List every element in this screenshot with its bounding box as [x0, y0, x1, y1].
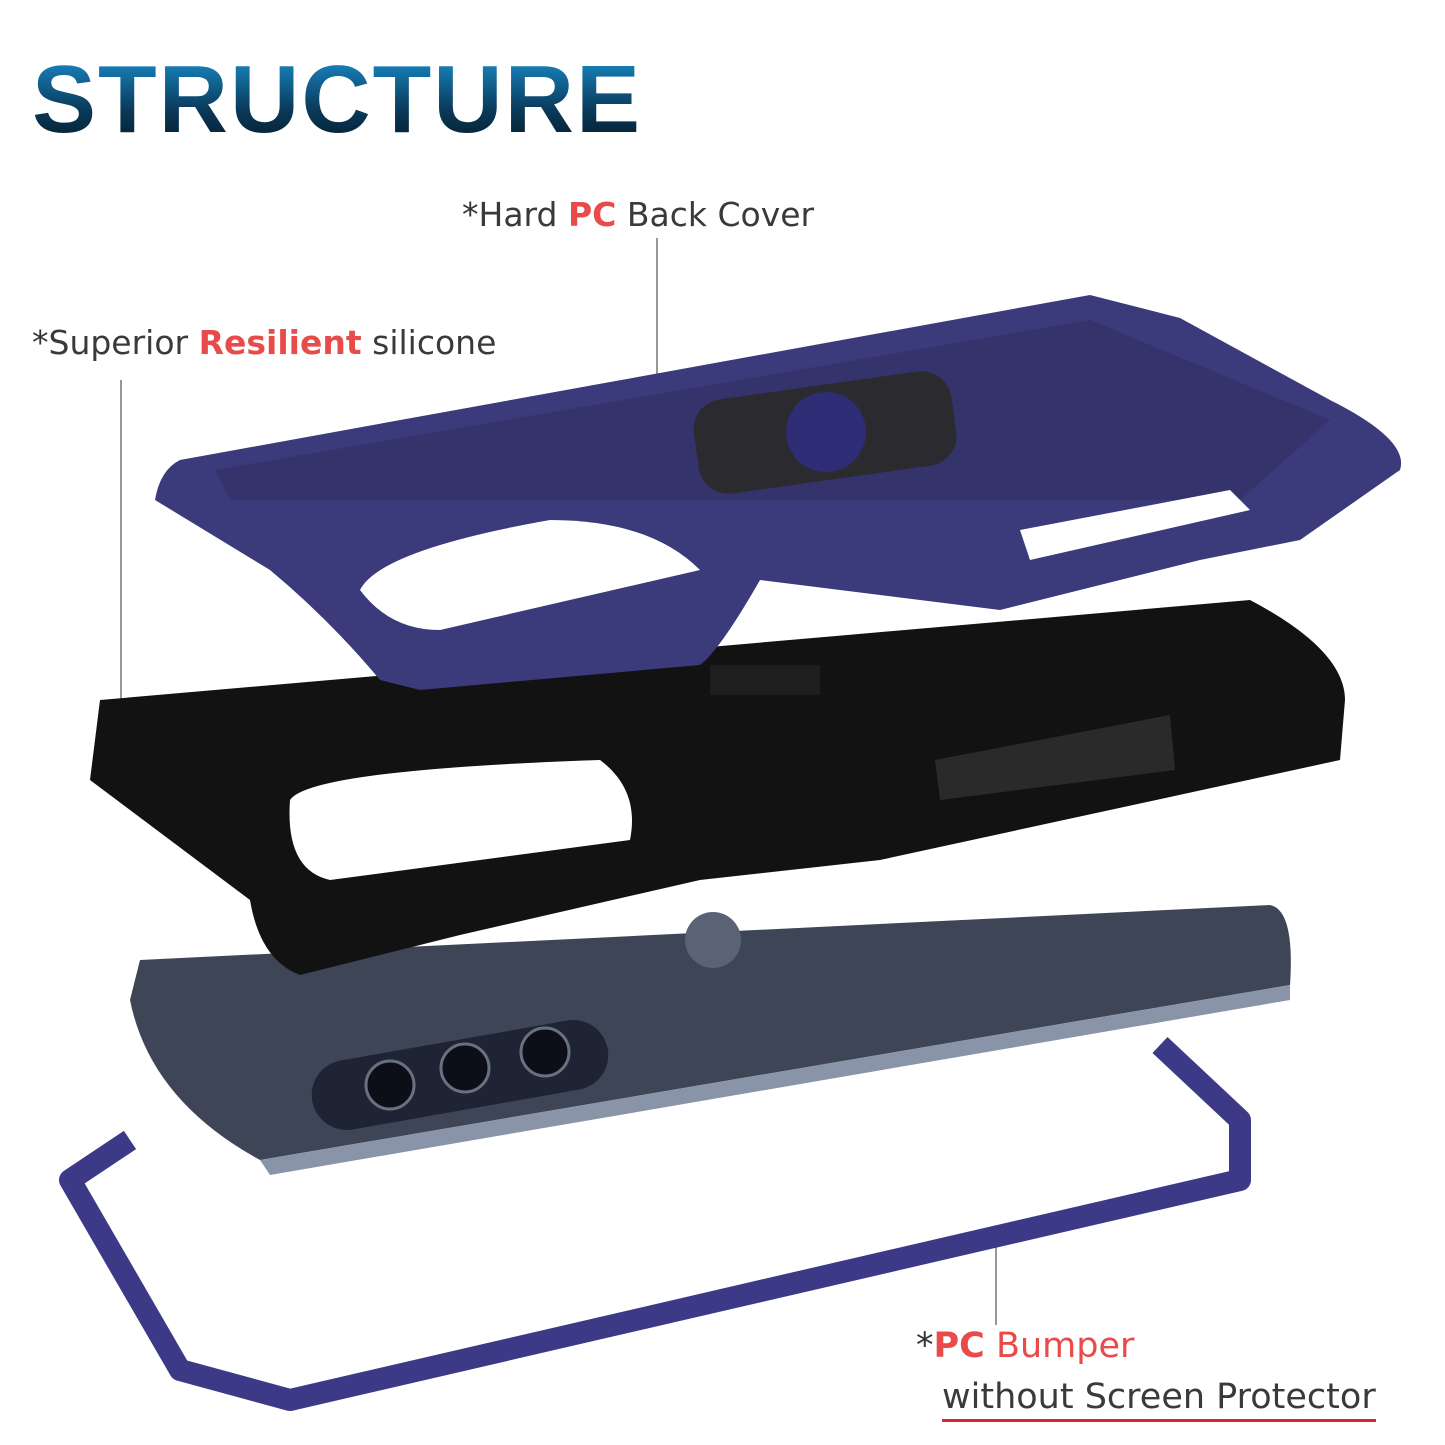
pc-bumper	[59, 1036, 1251, 1411]
label-silicone: *Superior Resilient silicone	[32, 323, 497, 362]
label-bumper: *PC Bumper	[916, 1326, 1135, 1366]
label-bumper-line2: without Screen Protector	[942, 1380, 1376, 1422]
label-back-cover: *Hard PC Back Cover	[462, 195, 815, 234]
pointer-line-silicone	[120, 380, 188, 715]
back-cover	[155, 295, 1402, 690]
brand-logo	[685, 912, 741, 968]
page-title: STRUCTURE	[32, 46, 642, 153]
phone	[130, 905, 1291, 1175]
silicone-layer	[90, 600, 1345, 975]
